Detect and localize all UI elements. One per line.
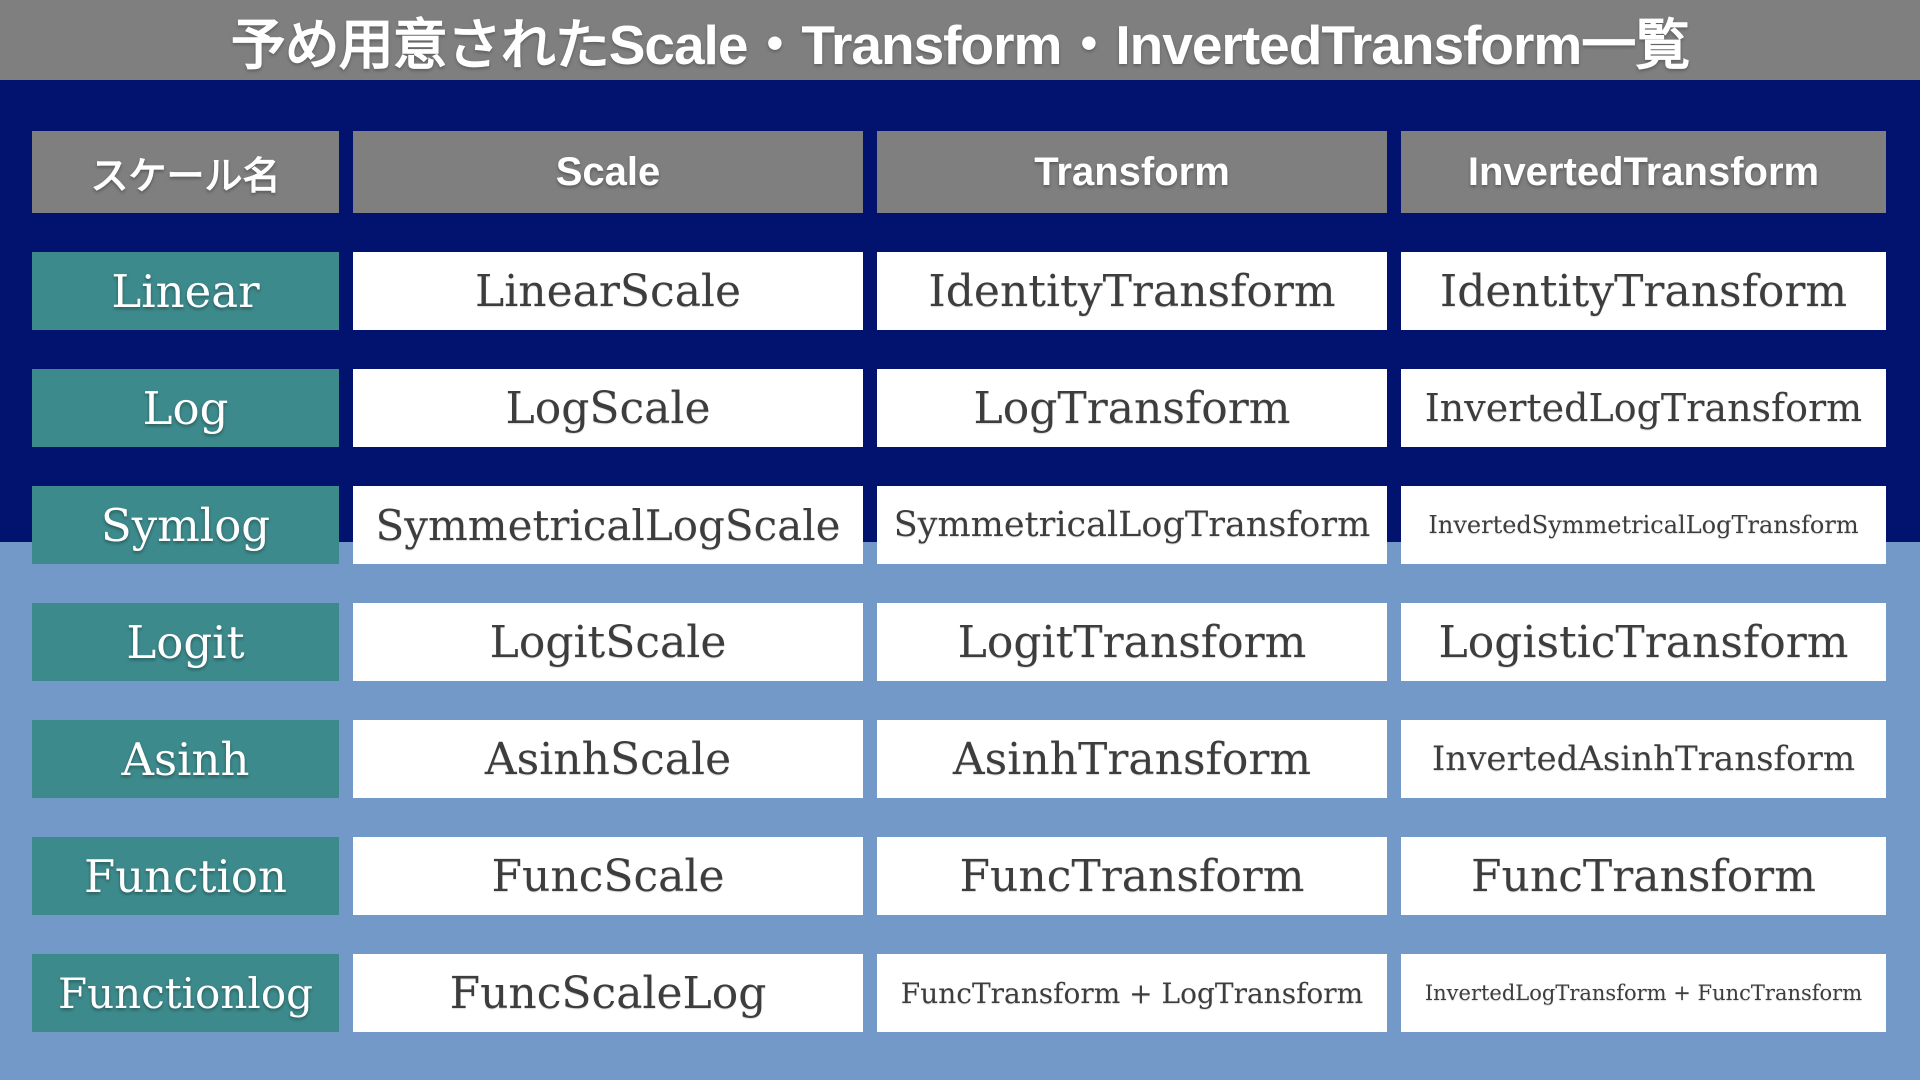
scale-cell: LogitScale bbox=[353, 603, 863, 681]
slide-title: 予め用意されたScale・Transform・InvertedTransform… bbox=[230, 14, 1691, 76]
inverted-transform-cell: InvertedLogTransform + FuncTransform bbox=[1401, 954, 1886, 1032]
column-header-inverted-transform: InvertedTransform bbox=[1401, 131, 1886, 213]
row-label: Asinh bbox=[32, 720, 339, 798]
column-header-scale: Scale bbox=[353, 131, 863, 213]
transform-cell: FuncTransform + LogTransform bbox=[877, 954, 1387, 1032]
scale-cell: LogScale bbox=[353, 369, 863, 447]
row-label: Linear bbox=[32, 252, 339, 330]
scale-cell: AsinhScale bbox=[353, 720, 863, 798]
transform-cell: IdentityTransform bbox=[877, 252, 1387, 330]
transform-cell: LogTransform bbox=[877, 369, 1387, 447]
inverted-transform-cell: InvertedAsinhTransform bbox=[1401, 720, 1886, 798]
inverted-transform-cell: FuncTransform bbox=[1401, 837, 1886, 915]
row-label: Functionlog bbox=[32, 954, 339, 1032]
transform-cell: FuncTransform bbox=[877, 837, 1387, 915]
column-header-transform: Transform bbox=[877, 131, 1387, 213]
inverted-transform-cell: LogisticTransform bbox=[1401, 603, 1886, 681]
row-label: Symlog bbox=[32, 486, 339, 564]
row-label: Function bbox=[32, 837, 339, 915]
inverted-transform-cell: IdentityTransform bbox=[1401, 252, 1886, 330]
inverted-transform-cell: InvertedSymmetricalLogTransform bbox=[1401, 486, 1886, 564]
transform-cell: SymmetricalLogTransform bbox=[877, 486, 1387, 564]
transform-cell: AsinhTransform bbox=[877, 720, 1387, 798]
scale-cell: LinearScale bbox=[353, 252, 863, 330]
row-label: Logit bbox=[32, 603, 339, 681]
scale-cell: SymmetricalLogScale bbox=[353, 486, 863, 564]
inverted-transform-cell: InvertedLogTransform bbox=[1401, 369, 1886, 447]
column-header-scale-name: スケール名 bbox=[32, 131, 339, 213]
transform-cell: LogitTransform bbox=[877, 603, 1387, 681]
title-bar: 予め用意されたScale・Transform・InvertedTransform… bbox=[0, 0, 1920, 80]
row-label: Log bbox=[32, 369, 339, 447]
scale-cell: FuncScale bbox=[353, 837, 863, 915]
scale-table: スケール名 Scale Transform InvertedTransform … bbox=[32, 131, 1886, 1032]
scale-cell: FuncScaleLog bbox=[353, 954, 863, 1032]
